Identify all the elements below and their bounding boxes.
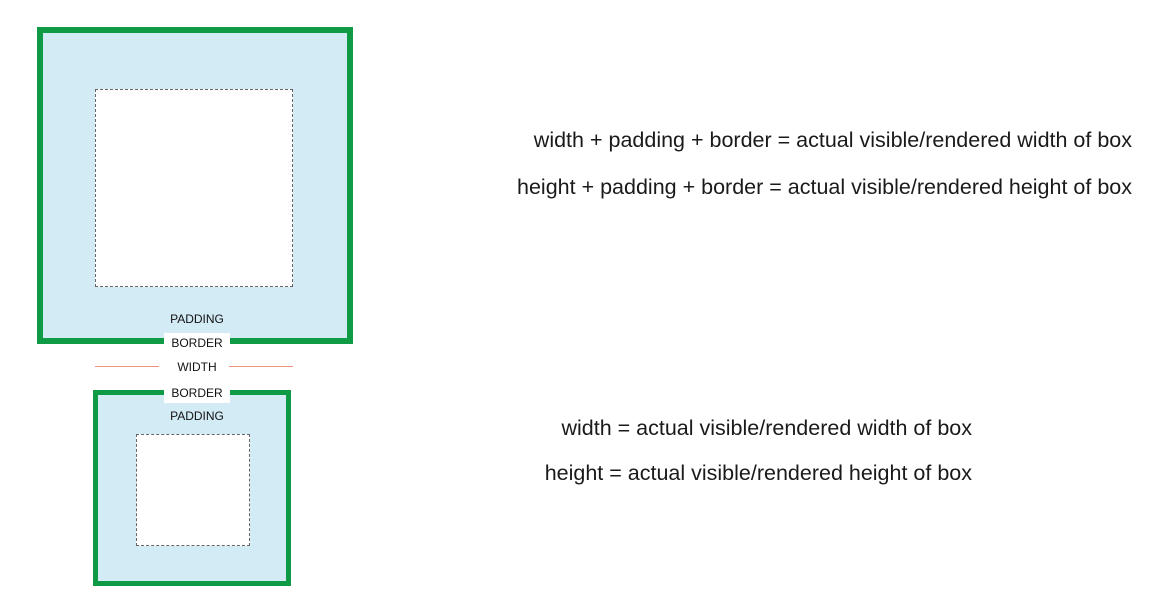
- padding-label-bottom: PADDING: [170, 409, 224, 423]
- width-line-left: [95, 366, 159, 367]
- border-box-height-formula: height = actual visible/rendered height …: [544, 461, 972, 485]
- border-box-diagram: [93, 390, 291, 586]
- border-box-width-formula: width = actual visible/rendered width of…: [561, 416, 972, 440]
- content-box-diagram: [37, 27, 353, 344]
- width-line-right: [229, 366, 293, 367]
- content-box-height-formula: height + padding + border = actual visib…: [517, 175, 1132, 199]
- border-label-bottom: BORDER: [164, 383, 230, 403]
- border-label-top: BORDER: [164, 333, 230, 353]
- width-label: WIDTH: [164, 357, 230, 377]
- content-area: [95, 89, 293, 287]
- content-box-width-formula: width + padding + border = actual visibl…: [533, 128, 1132, 152]
- padding-label-top: PADDING: [170, 312, 224, 326]
- content-area: [136, 434, 250, 546]
